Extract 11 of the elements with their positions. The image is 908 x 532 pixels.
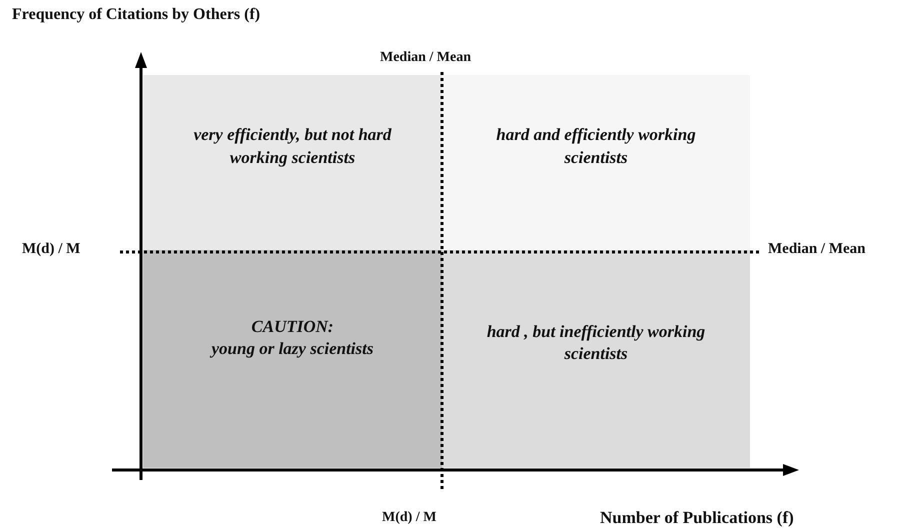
median-label: M(d) / M (382, 510, 436, 526)
quadrant-heading: CAUTION: (251, 316, 334, 338)
median-label: Median / Mean (380, 50, 471, 66)
quadrant-text: hard , but inefficiently working scientists (486, 320, 706, 365)
median-label: Median / Mean (768, 241, 866, 258)
quadrant-text: hard and efficiently working scientists (495, 124, 697, 168)
quadrant-text: young or lazy scientists (212, 338, 374, 360)
median-label: M(d) / M (22, 241, 80, 258)
axis-title: Number of Publications (f) (600, 508, 794, 528)
axis-title: Frequency of Citations by Others (f) (12, 6, 262, 24)
quadrant-text: very efficiently, but not hard working scientists (192, 124, 392, 169)
